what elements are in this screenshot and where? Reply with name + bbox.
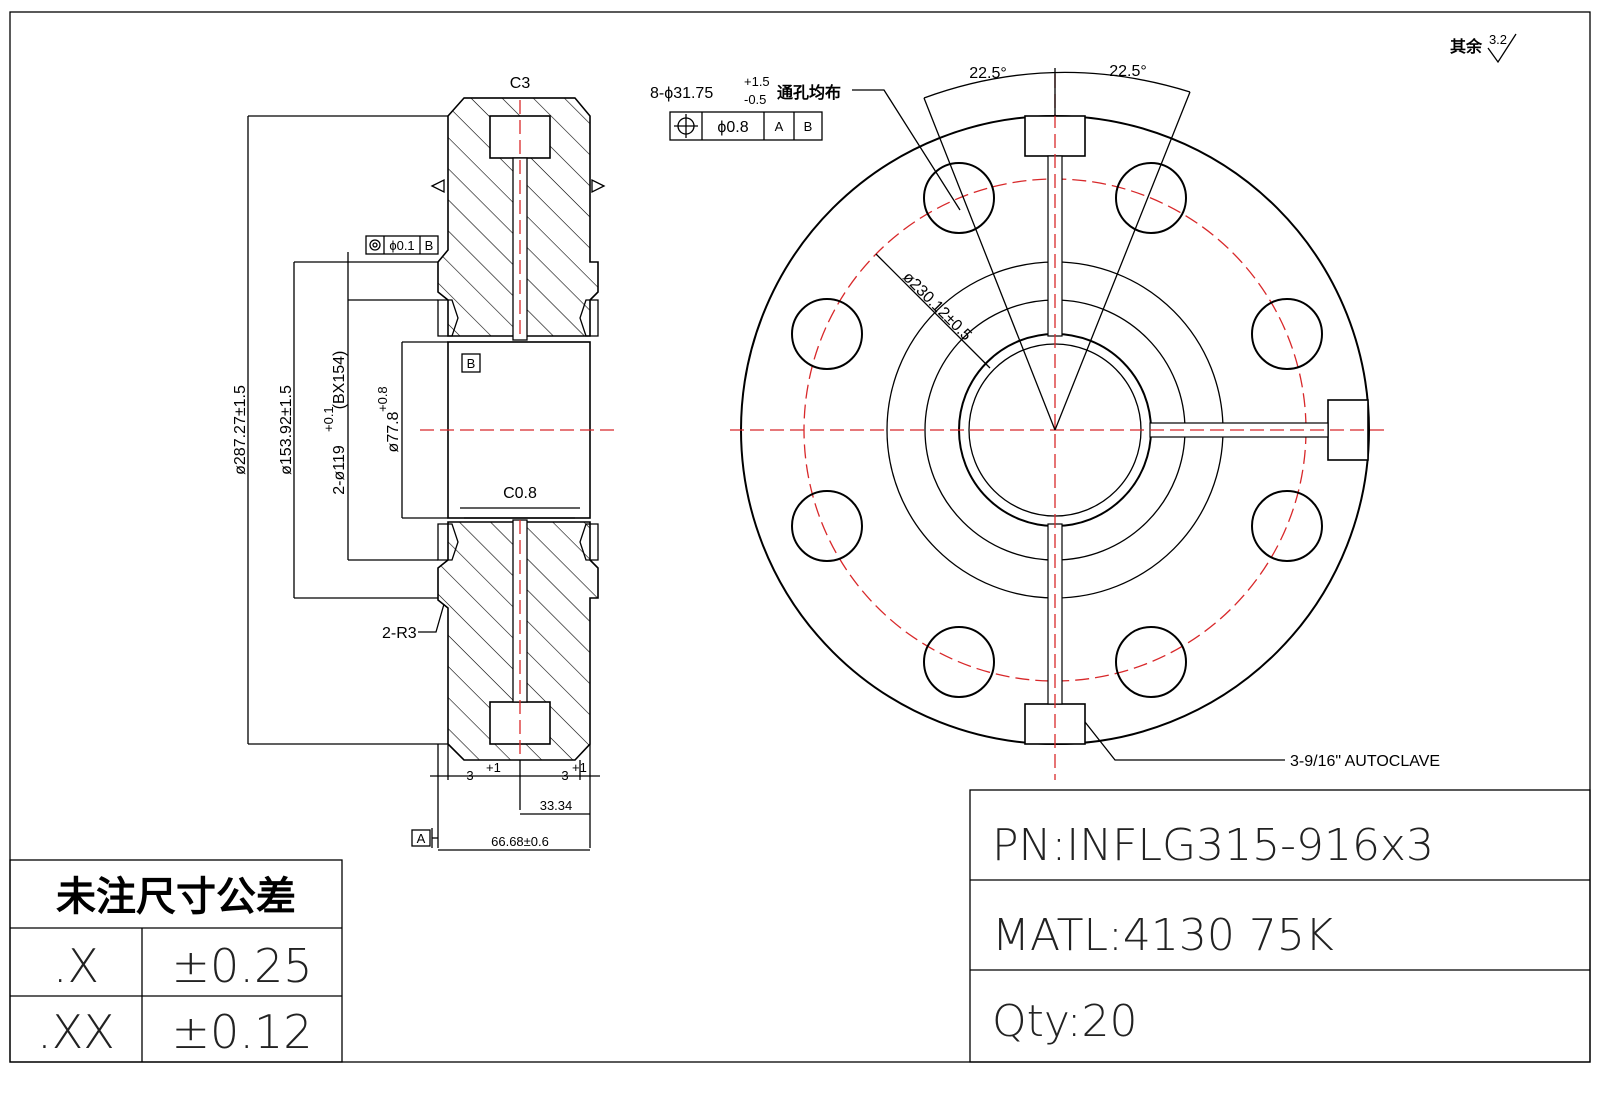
position-datum-2: B (804, 119, 813, 134)
holes-note: 通孔均布 (777, 83, 841, 102)
concentricity-datum: B (425, 238, 434, 253)
bolt-hole (923, 162, 995, 234)
bolt-hole (1251, 490, 1323, 562)
dim-left-offset-tol: +1 (486, 760, 501, 775)
autoclave-note: 3-9/16" AUTOCLAVE (1290, 753, 1440, 770)
front-view: 22.5° 22.5° ø230.12±0.5 8-ϕ31.75 +1.5 -0… (650, 63, 1440, 780)
concentricity-frame: ϕ0.1 B (365, 235, 439, 255)
part-number-label: PN: (992, 820, 1066, 871)
quantity-label: Qty: (992, 996, 1082, 1047)
bolt-hole (1115, 162, 1187, 234)
dim-bore-diameter-tol: +0.8 (375, 386, 390, 412)
angle-left-label: 22.5° (969, 65, 1007, 82)
holes-tol-upper: +1.5 (744, 74, 770, 89)
tolerance-row-format: .XX (37, 1005, 115, 1059)
radius-label: 2-R3 (382, 625, 417, 642)
tolerance-table: 未注尺寸公差 .X ±0.25 .XX ±0.12 (9, 859, 343, 1063)
material-value: 4130 75K (1123, 910, 1334, 961)
title-block: PN:INFLG315-916x3 MATL:4130 75K Qty:20 (969, 789, 1591, 1063)
angle-right-label: 22.5° (1109, 63, 1147, 80)
chamfer-bore-label: C0.8 (503, 485, 537, 502)
bolt-hole (791, 490, 863, 562)
dim-thickness: 66.68±0.6 (491, 834, 549, 849)
dim-outer-diameter: ø287.27±1.5 (232, 385, 249, 475)
part-number-value: INFLG315-916x3 (1066, 820, 1434, 871)
material-label: MATL: (992, 910, 1123, 961)
surface-finish: 其余 3.2 (1450, 32, 1517, 64)
dim-right-offset: 3 (561, 768, 568, 783)
drawing-border (9, 11, 1591, 1063)
bolt-circle-label: ø230.12±0.5 (899, 269, 975, 345)
bolt-hole (1251, 298, 1323, 370)
surface-finish-label: 其余 (1450, 37, 1483, 56)
part-number: PN:INFLG315-916x3 (992, 820, 1434, 871)
dim-groove-diameter-tol: +0.1 (321, 406, 336, 432)
quantity-value: 20 (1082, 996, 1138, 1047)
dim-left-offset: 3 (466, 768, 473, 783)
tolerance-table-title: 未注尺寸公差 (56, 873, 296, 920)
bolt-hole (1115, 626, 1187, 698)
dim-raised-face-diameter: ø153.92±1.5 (278, 385, 295, 475)
holes-callout: 8-ϕ31.75 (650, 85, 713, 102)
tolerance-row-value: ±0.25 (172, 939, 313, 993)
chamfer-top-label: C3 (510, 75, 531, 92)
datum-a-marker: A (417, 831, 426, 846)
bolt-holes (791, 162, 1323, 698)
bolt-hole (791, 298, 863, 370)
dim-groove-diameter: 2-ø119 (331, 445, 348, 495)
quantity: Qty:20 (992, 996, 1138, 1047)
position-value: ϕ0.8 (717, 119, 748, 136)
dim-bore-diameter: ø77.8 (385, 411, 402, 452)
tolerance-row-format: .X (53, 939, 99, 993)
surface-finish-value: 3.2 (1489, 32, 1507, 47)
dim-groove-ref: (BX154) (331, 351, 348, 410)
holes-tol-lower: -0.5 (744, 92, 766, 107)
position-frame: ϕ0.8 A B (669, 111, 823, 141)
dim-half-thickness: 33.34 (540, 798, 573, 813)
datum-b-marker: B (467, 356, 476, 371)
section-view: ø287.27±1.5 ø153.92±1.5 2-ø119 +0.1 (BX1… (232, 75, 620, 851)
material: MATL:4130 75K (992, 910, 1334, 961)
bolt-hole (923, 626, 995, 698)
position-datum-1: A (775, 119, 784, 134)
tolerance-row-value: ±0.12 (172, 1005, 313, 1059)
dim-right-offset-tol: +1 (572, 760, 587, 775)
concentricity-value: ϕ0.1 (389, 238, 414, 253)
